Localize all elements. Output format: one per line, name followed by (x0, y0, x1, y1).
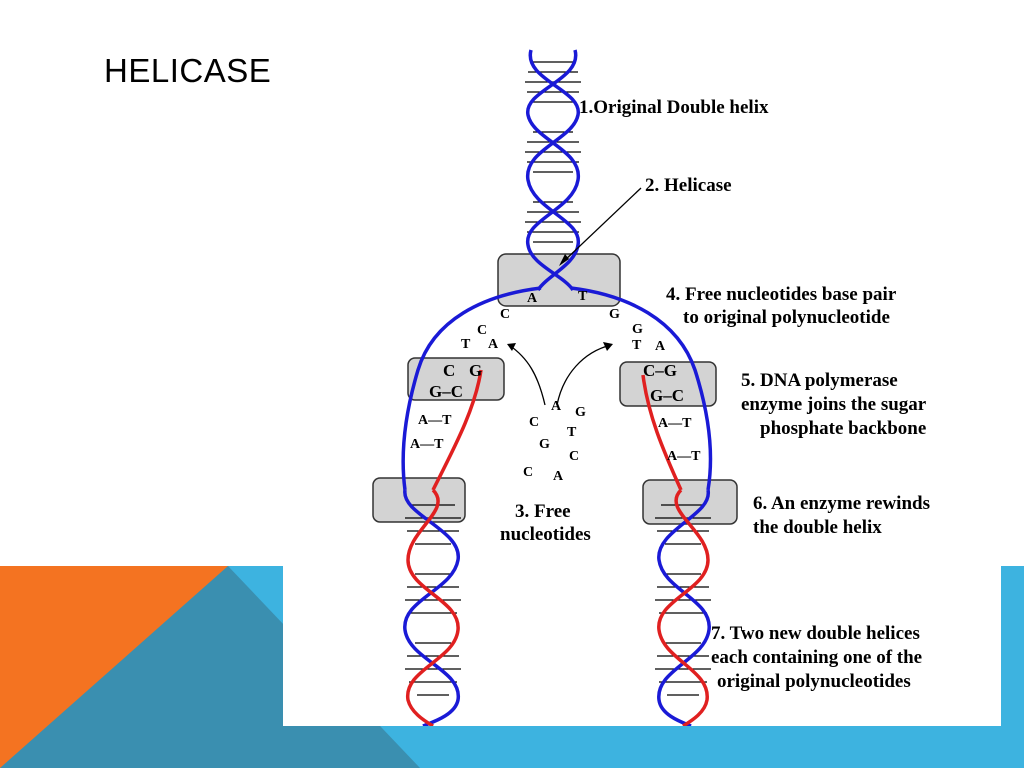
free-nucleotide: G (575, 405, 586, 420)
dna-replication-diagram: A T C C T A G G T A C G G–C C–G G–C A—T … (283, 40, 1001, 726)
free-nucleotide: C (569, 449, 579, 464)
step7-label-line2: each containing one of the (711, 647, 922, 668)
step6-label-line1: 6. An enzyme rewinds (753, 493, 930, 514)
top-helix-strand-b (526, 49, 580, 292)
left-parental-strand (401, 286, 542, 491)
arrow-left (508, 344, 546, 406)
arrow-right (556, 344, 612, 406)
base-label: G (609, 307, 620, 322)
base-label: G–C (429, 382, 463, 401)
nucleotide-arrows (508, 187, 642, 406)
left-daughter-strand-red (406, 488, 460, 726)
left-new-strand (431, 369, 483, 491)
top-helix-rungs (525, 61, 581, 243)
step5-label-line2: enzyme joins the sugar (741, 394, 927, 415)
arrowhead-left (507, 343, 516, 351)
step7-label-line1: 7. Two new double helices (711, 623, 920, 644)
base-label: C (500, 307, 510, 322)
right-new-strand (641, 374, 683, 491)
free-nucleotide: G (539, 437, 550, 452)
right-parental-strand (570, 286, 713, 491)
free-nucleotide: T (567, 425, 577, 440)
base-label: C (477, 323, 487, 338)
base-label: A (527, 291, 538, 306)
step4-label-line2: to original polynucleotide (683, 307, 890, 328)
left-daughter-rungs (405, 504, 461, 696)
step6-label-line2: the double helix (753, 517, 882, 538)
right-daughter-strand-blue (657, 489, 711, 726)
base-label: A—T (658, 416, 692, 431)
step5-label-line1: 5. DNA polymerase (741, 370, 898, 391)
base-label: A—T (667, 449, 701, 464)
base-label: T (461, 337, 471, 352)
right-daughter-strand-red (657, 488, 710, 726)
step2-label: 2. Helicase (645, 175, 732, 196)
base-label: A—T (418, 413, 452, 428)
helicase-enzyme (497, 253, 621, 307)
step5-label-line3: phosphate backbone (760, 418, 926, 439)
diagram-canvas: A T C C T A G G T A C G G–C C–G G–C A—T … (372, 49, 930, 726)
base-label: T (578, 289, 588, 304)
top-helix-strand-a (526, 49, 580, 292)
base-label: C–G (643, 361, 677, 380)
base-label: C (443, 361, 455, 380)
base-label: G (632, 322, 643, 337)
base-label: A (655, 339, 666, 354)
step4-label-line1: 4. Free nucleotides base pair (666, 284, 897, 305)
free-nucleotide: A (551, 399, 562, 414)
rewind-enzyme-left (372, 477, 466, 523)
helicase-pointer (562, 187, 642, 263)
step1-label: 1.Original Double helix (579, 97, 769, 118)
free-nucleotide: A (553, 469, 564, 484)
helicase-arrowhead (559, 254, 569, 266)
right-daughter-rungs (655, 504, 711, 696)
slide-title: HELICASE (104, 52, 272, 89)
step3-label-line1: 3. Free (515, 501, 571, 522)
left-daughter-strand-blue (403, 489, 460, 726)
polymerase-left (407, 357, 505, 401)
base-label: G–C (650, 386, 684, 405)
base-label: G (469, 361, 482, 380)
free-nucleotide: C (529, 415, 539, 430)
step3-label-line2: nucleotides (500, 524, 591, 545)
base-label: A (488, 337, 499, 352)
base-label: T (632, 338, 642, 353)
arrowhead-right (603, 342, 613, 351)
free-nucleotide: C (523, 465, 533, 480)
base-label: A—T (410, 437, 444, 452)
orange-triangle (0, 566, 228, 768)
polymerase-right (619, 361, 717, 407)
step7-label-line3: original polynucleotides (717, 671, 911, 692)
